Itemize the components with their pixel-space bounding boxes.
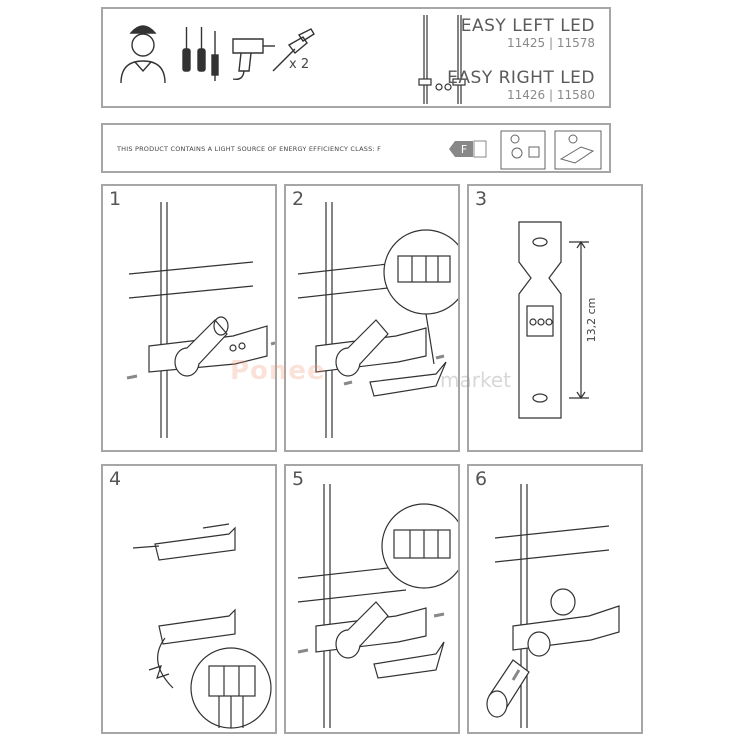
step-4-panel: 4 — [101, 464, 277, 734]
product-left-codes: 11425 | 11578 — [506, 36, 595, 50]
header-box: x 2 EASY LEFT LED 11425 | 11578 EASY RIG… — [101, 7, 611, 108]
step-number: 2 — [292, 188, 305, 210]
screwdriver-icon — [182, 27, 219, 81]
screw-count: x 2 — [289, 57, 310, 72]
product-left-title: EASY LEFT LED — [460, 16, 595, 36]
step-3-panel: 3 13,2 cm — [467, 184, 643, 452]
step-2-panel: 2 — [284, 184, 460, 452]
step-5-panel: 5 — [284, 464, 460, 734]
product-right-codes: 11426 | 11580 — [506, 88, 595, 102]
step-6-panel: 6 — [467, 464, 643, 734]
step-number: 3 — [475, 188, 488, 210]
rail-illustration — [418, 15, 466, 104]
energy-class: F — [461, 143, 467, 156]
energy-notice: THIS PRODUCT CONTAINS A LIGHT SOURCE OF … — [117, 145, 382, 153]
product-right-title: EASY RIGHT LED — [447, 68, 595, 88]
step-5-illustration — [297, 484, 458, 728]
step-number: 5 — [292, 468, 305, 490]
step-number: 4 — [109, 468, 122, 490]
energy-label-icon: F — [449, 140, 487, 158]
energy-icons: F — [449, 130, 602, 170]
step-2-illustration — [297, 202, 458, 438]
screw-anchor-icon — [272, 28, 315, 72]
parts-icon — [554, 130, 602, 170]
step-4-illustration — [132, 523, 272, 729]
drill-icon — [232, 38, 275, 81]
step-1-panel: 1 — [101, 184, 277, 452]
tools-illustration — [120, 15, 466, 104]
step-3-illustration: 13,2 cm — [518, 221, 598, 419]
step-number: 6 — [475, 468, 488, 490]
step-number: 1 — [109, 188, 122, 210]
step-1-illustration — [126, 202, 275, 438]
energy-box: THIS PRODUCT CONTAINS A LIGHT SOURCE OF … — [101, 123, 611, 173]
step-6-illustration — [486, 484, 620, 728]
installer-icon — [120, 25, 166, 84]
dimension-label: 13,2 cm — [585, 298, 598, 343]
lamp-icon — [500, 130, 546, 170]
